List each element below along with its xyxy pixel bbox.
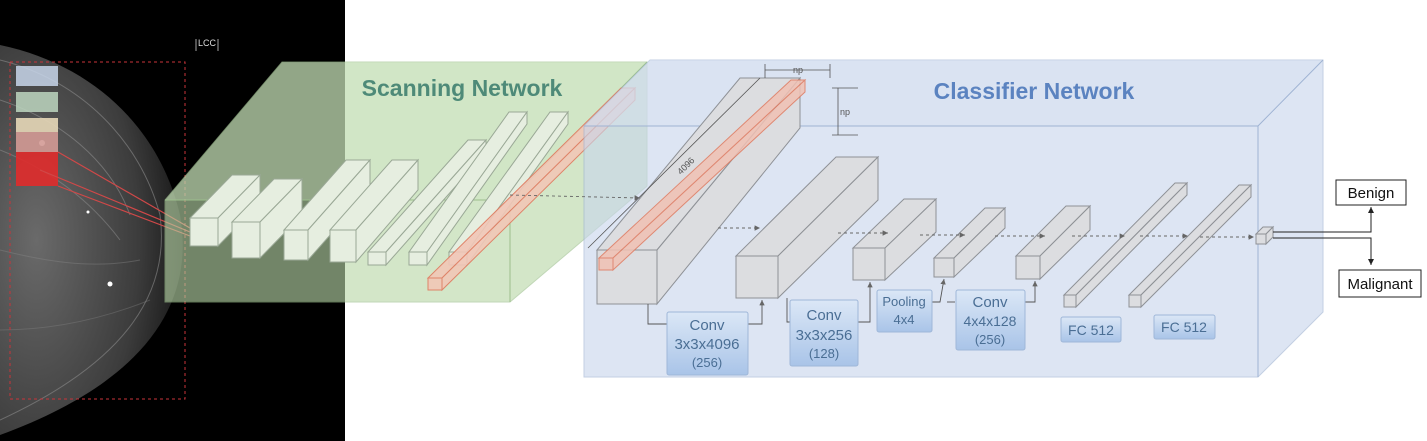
conv1-label-line2: 3x3x4096 — [674, 336, 739, 353]
output-node — [1254, 225, 1275, 246]
fc2-label: FC 512 — [1153, 314, 1216, 340]
pool-output — [932, 206, 1007, 279]
fc1-output — [1062, 181, 1189, 309]
conv1-output — [734, 155, 880, 300]
conv3-label-line3: (256) — [975, 332, 1005, 347]
conv3-label: Conv 4x4x128 (256) — [955, 289, 1026, 351]
pool-label-line2: 4x4 — [894, 312, 915, 327]
conv1-label-line3: (256) — [692, 355, 722, 370]
conv1-label: Conv 3x3x4096 (256) — [666, 311, 749, 376]
conv3-label-line2: 4x4x128 — [964, 313, 1017, 329]
scanning-network-title: Scanning Network — [362, 75, 563, 101]
calcification-dot — [107, 281, 113, 287]
dimension-markers — [587, 64, 858, 249]
pool-label-line1: Pooling — [882, 294, 925, 309]
conv1-label-line1: Conv — [689, 317, 725, 334]
fc1-label: FC 512 — [1060, 316, 1122, 343]
malignant-label: Malignant — [1347, 276, 1413, 293]
view-tag: LCC — [198, 38, 217, 48]
conv3-output — [1014, 204, 1092, 281]
conv2-label-line2: 3x3x256 — [796, 327, 853, 344]
conv2-label-line1: Conv — [806, 307, 842, 324]
conv3-label-line1: Conv — [972, 294, 1008, 311]
fc1-label-text: FC 512 — [1068, 322, 1114, 338]
malignant-output: Malignant — [1338, 269, 1422, 298]
selected-patch — [16, 152, 58, 186]
conv2-label: Conv 3x3x256 (128) — [789, 299, 859, 367]
fc2-label-text: FC 512 — [1161, 319, 1207, 335]
classifier-network: Classifier Network np np 4096 — [509, 59, 1324, 378]
flow-lines — [509, 194, 1254, 240]
pool-label: Pooling 4x4 — [876, 289, 933, 333]
conv2-label-line3: (128) — [809, 346, 839, 361]
fc2-output — [1127, 183, 1253, 309]
input-highlight-column — [597, 78, 807, 272]
classifier-network-title: Classifier Network — [934, 78, 1135, 104]
benign-label: Benign — [1348, 185, 1395, 202]
conv2-output — [851, 197, 938, 282]
scanning-network: Scanning Network — [164, 61, 648, 303]
dim-width-label: np — [793, 65, 803, 75]
benign-output: Benign — [1335, 179, 1407, 206]
dim-height-label: np — [840, 107, 850, 117]
output-branches — [1273, 207, 1374, 265]
